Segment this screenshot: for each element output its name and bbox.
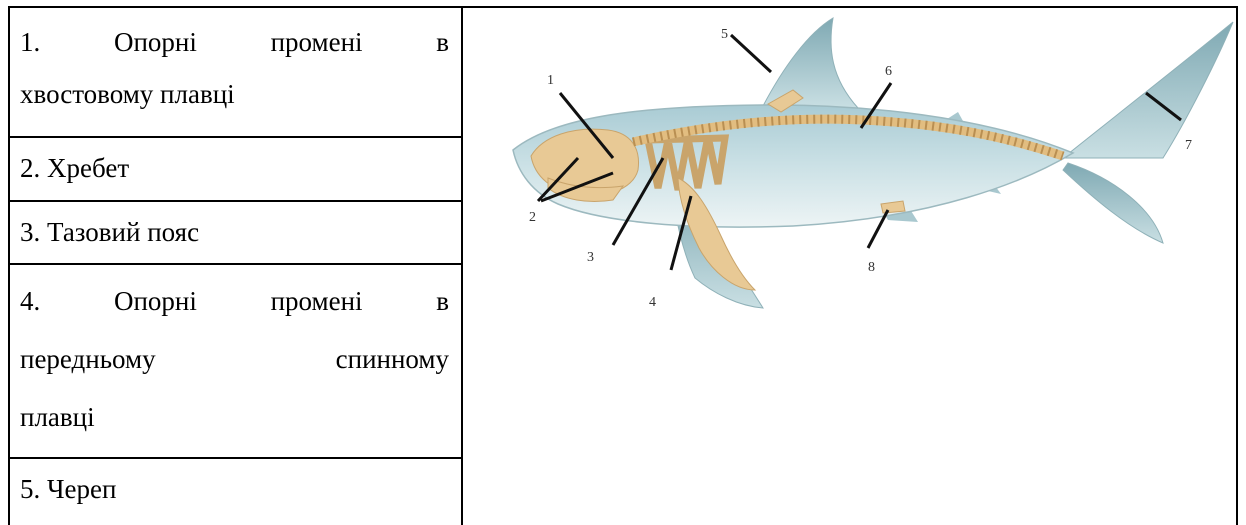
callout-label-1: 1 [547, 73, 554, 88]
legend-line: 1. Опорні промені в [20, 16, 449, 68]
tail-fin-lower [1063, 163, 1163, 243]
legend-line: хвостовому плавці [20, 68, 449, 120]
legend-line: 2. Хребет [20, 138, 449, 198]
shark-skeleton-diagram: 1 2 3 4 5 6 7 8 [463, 8, 1238, 525]
legend-line: 5. Череп [20, 459, 449, 519]
matching-table: 1. Опорні промені в хвостовому плавці 2.… [8, 6, 1238, 525]
legend-item-4: 4. Опорні промені в передньому спинному … [10, 265, 461, 459]
legend-column: 1. Опорні промені в хвостовому плавці 2.… [10, 8, 463, 525]
callout-label-7: 7 [1185, 138, 1192, 153]
tail-fin-upper [1063, 22, 1233, 158]
callout-label-5: 5 [721, 27, 728, 42]
legend-line: передньому спинному [20, 330, 449, 388]
legend-item-1: 1. Опорні промені в хвостовому плавці [10, 8, 461, 138]
legend-item-5: 5. Череп [10, 459, 461, 525]
legend-line: 3. Тазовий пояс [20, 202, 449, 262]
callout-label-3: 3 [587, 250, 594, 265]
legend-line: 4. Опорні промені в [20, 272, 449, 330]
callout-label-8: 8 [868, 260, 875, 275]
legend-item-2: 2. Хребет [10, 138, 461, 202]
dorsal-fin [763, 18, 858, 108]
legend-item-3: 3. Тазовий пояс [10, 202, 461, 265]
callout-label-6: 6 [885, 64, 892, 79]
callout-label-2: 2 [529, 210, 536, 225]
callout-label-4: 4 [649, 295, 656, 310]
diagram-column: 1 2 3 4 5 6 7 8 [463, 8, 1236, 525]
legend-line: плавці [20, 388, 449, 446]
